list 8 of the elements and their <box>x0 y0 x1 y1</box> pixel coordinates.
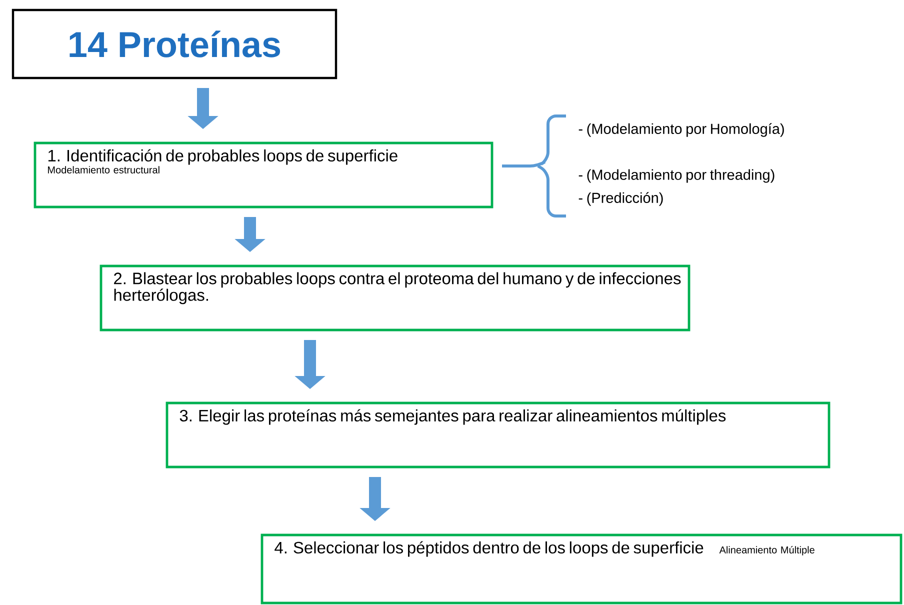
list-item: - (Modelamiento por threading) <box>578 169 774 183</box>
list-item: - (Predicción) <box>578 192 663 206</box>
step-box: 1. Identificación de probables loops de superficie Modelamiento estructural <box>34 142 494 208</box>
title-box: 14 Proteínas <box>12 8 338 80</box>
step-box: 4. Seleccionar los péptidos dentro de los loops de superficie Alineamiento Múltiple <box>260 534 902 604</box>
step-box: 2. Blastear los probables loops contra el proteoma del humano y de infecciones herterólogas. <box>100 264 690 332</box>
step-box: 3. Elegir las proteínas más semejantes para realizar alineamientos múltiples <box>166 402 830 468</box>
list-item: - (Modelamiento por Homología) <box>578 123 784 137</box>
